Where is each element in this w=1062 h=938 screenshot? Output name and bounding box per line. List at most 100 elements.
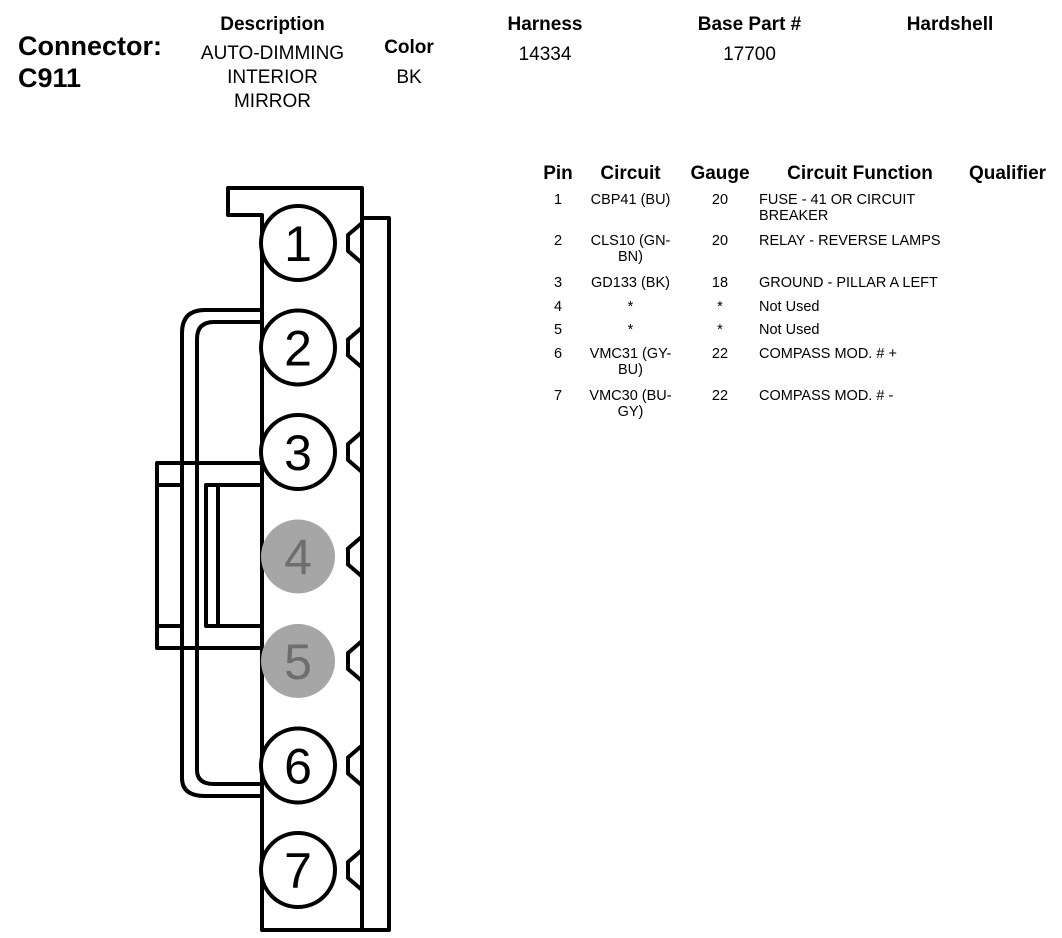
detent-notch [346,534,364,579]
pin-number: 1 [284,216,312,272]
pin-cell: 7 [553,388,563,404]
circuit-cell: CBP41 (BU) [583,192,678,208]
hardshell-header: Hardshell [906,14,994,35]
circuit-cell: CLS10 (GN-BN) [583,233,678,265]
circuit-line: * [627,322,634,338]
function-line: FUSE - 41 OR CIRCUIT [759,192,916,208]
pin-cavity-5: 5 [261,624,335,698]
pin-cell: 1 [553,192,563,208]
description-value: AUTO-DIMMING INTERIOR MIRROR [180,42,365,114]
pin-number: 4 [284,530,312,586]
color-header: Color [384,37,434,58]
function-line: COMPASS MOD. # + [759,346,897,362]
circuit-line: GD133 (BK) [591,275,670,291]
pin-cavity-1: 1 [259,204,337,282]
function-cell: Not Used [759,299,959,315]
pin-cell: 4 [553,299,563,315]
terminal-detents [346,221,364,892]
col-header-gauge: Gauge [690,163,750,184]
circuit-cell: GD133 (BK) [583,275,678,291]
connector-title: Connector: C911 [18,30,162,94]
circuit-line: CLS10 (GN- [590,233,671,249]
pin-cell: 5 [553,322,563,338]
col-header-qualifier: Qualifier [968,163,1047,184]
pin-circle [259,308,337,387]
pin-cavity-4: 4 [261,519,335,594]
base-part-value: 17700 [723,44,776,65]
gauge-cell: 18 [711,275,729,291]
base-part-header: Base Part # [697,14,802,35]
pin-number: 6 [284,739,312,795]
function-cell: COMPASS MOD. # - [759,388,959,404]
circuit-line: VMC31 (GY- [589,346,672,362]
pin-cell: 6 [553,346,563,362]
latch-inner [195,320,262,786]
description-line: MIRROR [233,91,312,112]
circuit-line: CBP41 (BU) [590,192,671,208]
function-cell: COMPASS MOD. # + [759,346,959,362]
connector-id: C911 [18,63,82,93]
description-line: INTERIOR [227,67,318,88]
pin-circle [261,624,335,698]
circuit-cell: * [583,299,678,315]
function-cell: GROUND - PILLAR A LEFT [759,275,959,291]
detent-notch [346,639,364,683]
pin-circle [259,413,337,491]
pin-cavity-2: 2 [259,308,337,387]
harness-header: Harness [507,14,583,35]
pin-circle [259,204,337,282]
pin-cavity-7: 7 [259,831,337,909]
pin-circle [259,831,337,909]
connector-label: Connector: [18,31,162,61]
function-line: BREAKER [759,208,829,224]
latch-outer [180,308,262,798]
pin-cavity-3: 3 [259,413,337,491]
function-line: Not Used [759,322,820,338]
detent-notch [346,221,364,265]
pin-number: 5 [284,634,312,690]
function-line: COMPASS MOD. # - [759,388,894,404]
pin-circle [261,519,335,594]
circuit-cell: VMC31 (GY-BU) [583,346,678,378]
circuit-line: BU) [618,362,643,378]
col-header-circuit: Circuit [600,163,661,184]
detent-notch [346,743,364,788]
harness-value: 14334 [518,44,572,65]
circuit-cell: VMC30 (BU-GY) [583,388,678,420]
pin-cell: 2 [553,233,563,249]
gauge-cell: 22 [711,346,729,362]
pin-circle [259,726,337,805]
circuit-line: GY) [617,404,644,420]
function-line: GROUND - PILLAR A LEFT [759,275,938,291]
function-cell: RELAY - REVERSE LAMPS [759,233,959,249]
circuit-line: VMC30 (BU- [589,388,672,404]
col-header-pin: Pin [543,163,573,184]
pin-number: 2 [284,321,312,377]
gauge-cell: * [717,299,723,315]
description-header: Description [220,14,325,35]
pin-cavities: 1 2 3 4 5 6 7 [259,204,337,909]
function-cell: Not Used [759,322,959,338]
gauge-cell: 20 [711,192,729,208]
lock-tab-outer [155,461,262,650]
gauge-cell: 22 [711,388,729,404]
pin-cavity-6: 6 [259,726,337,805]
function-line: RELAY - REVERSE LAMPS [759,233,941,249]
detent-notch [346,325,364,370]
description-line: AUTO-DIMMING [200,43,345,64]
circuit-cell: * [583,322,678,338]
pin-cell: 3 [553,275,563,291]
function-line: Not Used [759,299,820,315]
color-value: BK [396,67,422,88]
gauge-cell: 20 [711,233,729,249]
detent-notch [346,430,364,474]
lock-tab-inner [204,483,262,628]
circuit-line: * [627,299,634,315]
detent-notch [346,848,364,892]
circuit-line: BN) [618,249,643,265]
pin-number: 3 [284,425,312,481]
col-header-circuit-function: Circuit Function [787,163,933,184]
